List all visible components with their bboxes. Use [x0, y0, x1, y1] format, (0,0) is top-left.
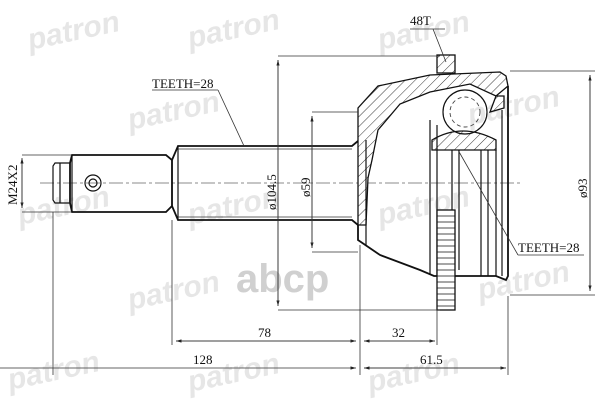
cotter-hole — [84, 174, 102, 192]
dim-128: 128 — [193, 352, 213, 367]
svg-text:patron: patron — [14, 180, 113, 232]
splined-shaft — [171, 140, 359, 226]
dim-78: 78 — [258, 325, 271, 340]
inner-teeth-label: TEETH=28 — [518, 240, 579, 255]
thread-label: M24X2 — [5, 165, 20, 205]
shaft-teeth-label: TEETH=28 — [152, 76, 213, 91]
svg-text:patron: patron — [184, 3, 283, 55]
site-watermark: abcp — [236, 257, 329, 301]
seal-diameter-label: ø104.5 — [264, 174, 279, 210]
ball-bearing — [442, 89, 488, 135]
dimension-lines — [0, 28, 595, 375]
watermark: patron — [24, 5, 123, 57]
abs-ring-label: 48T — [410, 13, 431, 28]
svg-text:patron: patron — [364, 347, 463, 399]
dim-61-5: 61.5 — [420, 352, 443, 367]
shaft-diameter-label: ø59 — [298, 178, 313, 198]
threaded-end — [52, 154, 173, 213]
svg-text:patron: patron — [124, 85, 223, 137]
dim-32: 32 — [392, 325, 405, 340]
joint-body — [357, 71, 509, 282]
abs-ring — [436, 54, 456, 311]
svg-text:patron: patron — [124, 265, 223, 317]
outer-diameter-label: ø93 — [575, 179, 590, 199]
svg-text:patron: patron — [374, 180, 473, 232]
